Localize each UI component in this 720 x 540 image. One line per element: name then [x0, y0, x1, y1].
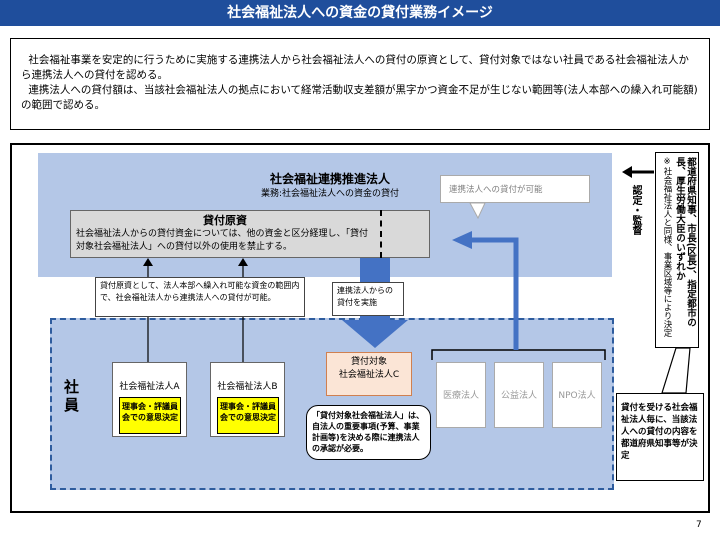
intro-line-2: 連携法人への貸付額は、当該社会福祉法人の拠点において経常活動収支差額が黒字かつ資…: [21, 84, 698, 111]
intro-line-1: 社会福祉事業を安定的に行うために実施する連携法人から社会福祉法人への貸付の原資と…: [21, 54, 689, 81]
corp-c-line2: 社会福祉法人C: [338, 370, 400, 380]
others-arrowhead: [452, 231, 472, 249]
authority-box: 都道府県知事、市長(区長)、指定都市の長、厚生労働大臣のいずれか ※社会福祉法人…: [655, 152, 699, 348]
corp-a-badge: 理事会・評議員会での意思決定: [119, 397, 181, 434]
corp-b-badge: 理事会・評議員会での意思決定: [217, 397, 279, 434]
decision-note: 貸付を受ける社会福祉法人毎に、当該法人への貸付の内容を都道府県知事等が決定: [616, 393, 704, 481]
corp-c: 貸付対象 社会福祉法人C: [326, 352, 412, 396]
others-bracket: [431, 349, 606, 360]
corp-a: 社会福祉法人A 理事会・評議員会での意思決定: [112, 362, 187, 437]
arrowhead-a: [143, 258, 153, 266]
fund-title: 貸付原資: [203, 214, 247, 227]
page-title: 社会福祉法人への資金の貸付業務イメージ: [0, 0, 720, 26]
loan-possible-callout: 連携法人への貸付が可能: [440, 175, 590, 203]
corp-b: 社会福祉法人B 理事会・評議員会での意思決定: [210, 362, 285, 437]
corp-c-line1: 貸付対象: [350, 357, 387, 367]
authority-main: 都道府県知事、市長(区長)、指定都市の長、厚生労働大臣のいずれか: [674, 157, 696, 328]
corp-c-speech-bubble: 「貸付対象社会福祉法人」は、自法人の重要事項(予算、事業計画等)を決める際に連携…: [306, 405, 431, 460]
authority-arrowhead: [622, 166, 632, 178]
medical-corp: 医療法人: [436, 362, 486, 428]
page-number: 7: [696, 520, 702, 530]
corp-a-label: 社会福祉法人A: [119, 382, 180, 392]
public-corp: 公益法人: [494, 362, 544, 428]
diagram-frame: [10, 143, 710, 513]
authority-note: ※社会福祉法人と同様、事業区域等により決定: [662, 157, 672, 337]
fund-text: 社会福祉法人からの貸付資金については、他の資金と区分経理し、「貸付対象社会福祉法…: [76, 229, 369, 252]
authority-label: 認定・監督: [630, 185, 641, 235]
callout-pointer: [469, 202, 486, 220]
entity-subtitle: 業務:社会福祉法人への資金の貸付: [260, 189, 400, 199]
loan-source-note: 貸付原資として、法人本部へ繰入れ可能な資金の範囲内で、社会福祉法人から連携法人へ…: [95, 277, 305, 317]
entity-title: 社会福祉連携推進法人: [269, 172, 390, 186]
fund-box: [70, 210, 430, 258]
npo-corp: NPO法人: [552, 362, 602, 428]
corp-b-label: 社会福祉法人B: [217, 382, 278, 392]
right-note-pointer: [661, 347, 691, 394]
loan-implement-note: 連携法人からの貸付を実施: [332, 282, 404, 316]
intro-box: 社会福祉事業を安定的に行うために実施する連携法人から社会福祉法人への貸付の原資と…: [10, 38, 710, 130]
fund-divider: [380, 210, 382, 258]
others-path: [470, 237, 519, 350]
arrowhead-b: [238, 258, 248, 266]
members-label: 社員: [64, 378, 80, 414]
